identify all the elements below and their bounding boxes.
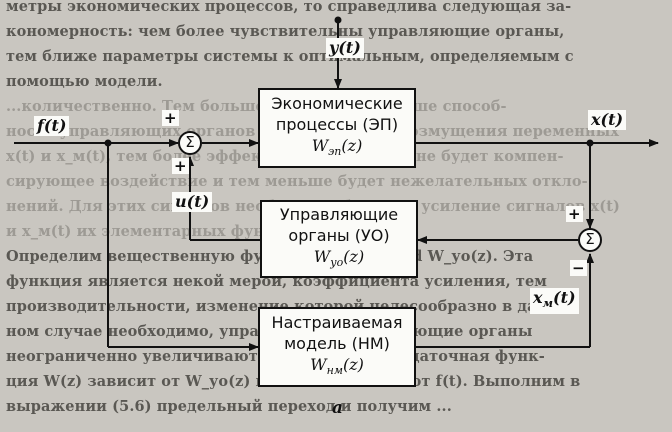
sum1-minus-sign: + [172,157,189,175]
economic-processes-block: Экономические процессы (ЭП) Wэп(z) [258,88,416,168]
summing-junction-2: Σ [578,228,602,252]
ep-title-line2: процессы (ЭП) [275,115,399,135]
ep-transfer-function: Wэп(z) [311,136,363,159]
figure-caption: а [332,398,344,418]
background-text-line: метры экономических процессов, то справе… [6,0,572,15]
tunable-model-block: Настраиваемая модель (НМ) Wнм(z) [258,307,416,387]
nm-title-line2: модель (НМ) [284,334,390,354]
uo-title-line1: Управляющие [279,205,399,225]
sum2-plus-sign: + [566,205,583,223]
nm-title-line1: Настраиваемая [271,313,403,333]
uo-transfer-function: Wуо(z) [313,247,365,270]
sum2-minus-sign: − [570,259,587,277]
ep-title-line1: Экономические [271,94,403,114]
disturbance-dot [334,16,342,24]
background-text-line: производительности, изменение которой це… [6,298,553,315]
background-text-line: сирующее воздействие и тем меньше будет … [6,173,588,190]
sum1-plus-sign: + [162,109,179,127]
nm-transfer-function: Wнм(z) [310,355,364,378]
control-organs-block: Управляющие органы (УО) Wуо(z) [260,200,418,278]
background-text-line: тем ближе параметры системы к оптимальны… [6,48,574,65]
uo-title-line2: органы (УО) [288,226,390,246]
control-signal-label: u(t) [172,192,213,212]
background-text-line: и x_м(t) их элементарных функций. [6,223,313,240]
model-output-signal-label: xм(t) [530,288,579,315]
input-signal-label: f(t) [34,116,70,136]
background-text-line: помощью модели. [6,73,163,90]
background-text-line: кономерность: чем более чувствительны уп… [6,23,565,40]
output-signal-label: x(t) [588,110,627,130]
summing-junction-1: Σ [178,131,202,155]
background-text-line: выражении (5.6) предельный переход и пол… [6,398,452,415]
disturbance-signal-label: y(t) [326,38,364,58]
